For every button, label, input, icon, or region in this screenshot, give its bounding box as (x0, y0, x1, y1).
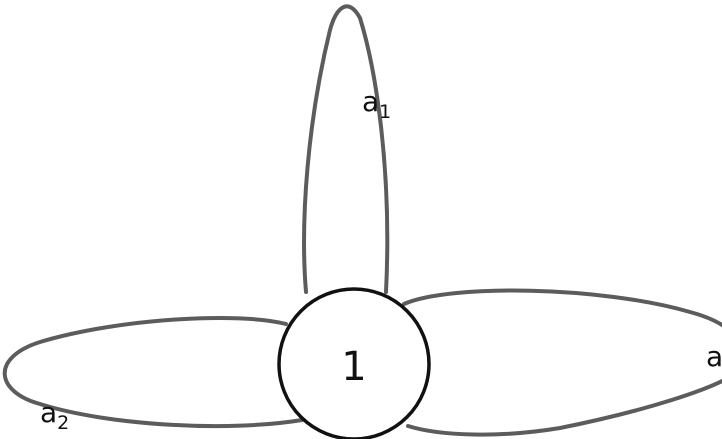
loop-label-a3-letter: a (706, 340, 722, 373)
loop-label-a1-letter: a (362, 85, 379, 118)
loop-label-a2-letter: a (40, 396, 57, 429)
loop-label-a2-subscript: 2 (57, 412, 69, 434)
loop-label-a1: a1 (362, 85, 391, 123)
loop-a2 (2, 316, 304, 429)
loop-label-a1-subscript: 1 (379, 101, 391, 123)
loop-a3 (402, 288, 722, 437)
loop-label-a3: a (706, 340, 722, 373)
loop-a1 (302, 4, 390, 294)
vertex-label: 1 (341, 344, 366, 390)
loop-label-a2: a2 (40, 396, 69, 434)
vertex-circle (277, 287, 431, 439)
